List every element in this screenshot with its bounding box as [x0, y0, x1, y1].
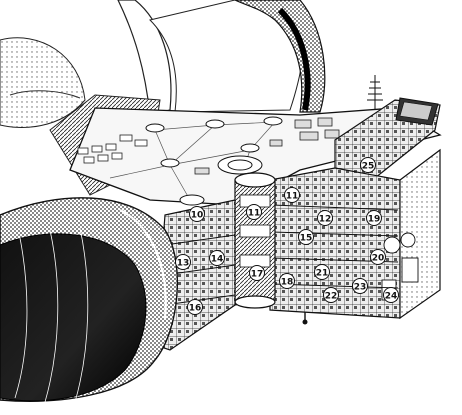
antenna [367, 75, 383, 110]
docking-tunnel [0, 197, 178, 402]
svg-text:21: 21 [316, 269, 329, 279]
callout-14: 14 [209, 250, 225, 266]
callout-24: 24 [383, 287, 399, 303]
callout-22: 22 [323, 287, 339, 303]
upper-dark-scoop [234, 0, 326, 113]
callout-21: 21 [314, 264, 330, 280]
callout-12: 12 [317, 210, 333, 226]
callout-16: 16 [187, 299, 203, 315]
tunnel-ribs [14, 227, 89, 403]
svg-text:17: 17 [251, 270, 264, 280]
svg-text:10: 10 [191, 211, 204, 221]
callout-25: 25 [360, 157, 376, 173]
central-cylinder [234, 172, 276, 309]
svg-text:18: 18 [281, 278, 294, 288]
callout-17: 17 [249, 265, 265, 281]
svg-text:20: 20 [372, 254, 385, 264]
callout-23: 23 [352, 278, 368, 294]
callout-11b: 11 [246, 204, 262, 220]
control-console [334, 97, 441, 179]
svg-text:15: 15 [300, 234, 313, 244]
callout-11a: 11 [284, 187, 300, 203]
svg-text:24: 24 [385, 292, 398, 302]
callout-labels: 10 11 11 12 13 14 15 16 [175, 157, 399, 315]
svg-text:11: 11 [248, 209, 261, 219]
callout-19: 19 [366, 210, 382, 226]
svg-text:12: 12 [319, 215, 332, 225]
svg-text:22: 22 [325, 292, 338, 302]
svg-text:19: 19 [368, 215, 381, 225]
svg-text:25: 25 [362, 162, 375, 172]
callout-18: 18 [279, 273, 295, 289]
callout-15: 15 [298, 229, 314, 245]
callout-20: 20 [370, 249, 386, 265]
equipment-bay-right [269, 148, 441, 325]
callout-10: 10 [189, 206, 205, 222]
svg-text:14: 14 [211, 255, 224, 265]
svg-text:16: 16 [189, 304, 202, 314]
callout-13: 13 [175, 254, 191, 270]
svg-text:13: 13 [177, 259, 190, 269]
svg-text:23: 23 [354, 283, 367, 293]
svg-text:11: 11 [286, 192, 299, 202]
